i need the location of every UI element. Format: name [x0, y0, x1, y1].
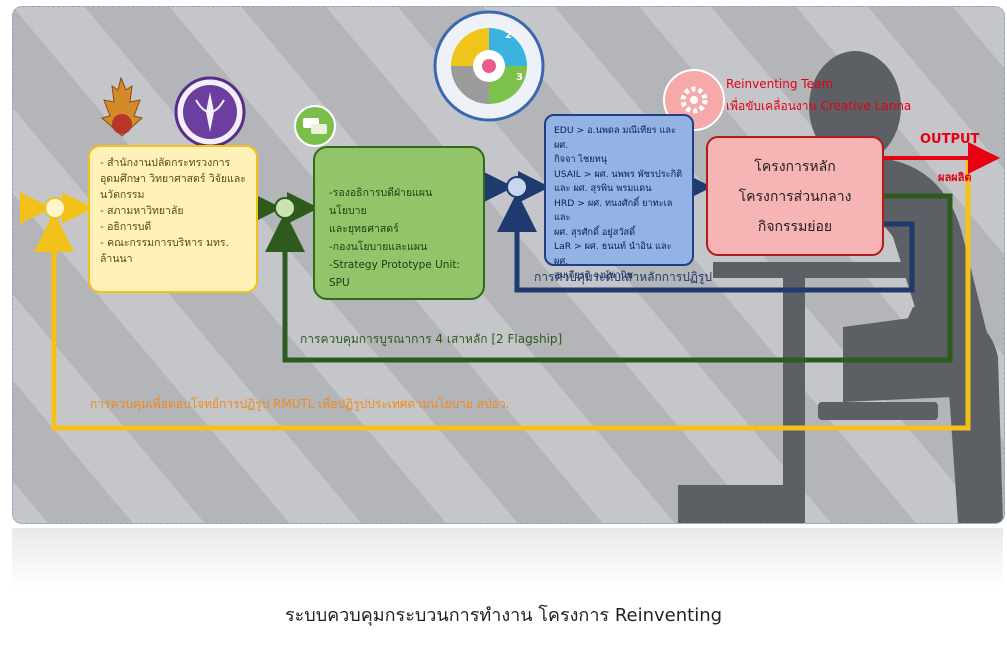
policy-control-label: การควบคุมเพื่อตอบโจทย์การปฏิรูป RMUTL เพ…	[90, 397, 510, 411]
strategy-line: -รองอธิการบดีฝ่ายแผน นโยบาย	[329, 187, 433, 217]
input-line: - อธิการบดี	[100, 221, 152, 233]
wheel-number-2: 2	[505, 30, 512, 41]
diagram-title: ระบบควบคุมกระบวนการทำงาน โครงการ Reinven…	[284, 605, 723, 626]
flagship-line: ผศ. สุรศักดิ์ อยู่สวัสดิ์	[554, 226, 636, 238]
project-line: โครงการหลัก	[754, 159, 836, 175]
reinventing-wheel-logo	[433, 10, 545, 122]
flagship-line: USAIL > ผศ. นพพร พัชรประกิติ	[554, 168, 683, 180]
output-label: OUTPUT	[920, 132, 980, 147]
flagship-line: EDU > อ.นพดล มณีเทียร และ ผศ.	[554, 125, 676, 151]
flagship-leaders-box: EDU > อ.นพดล มณีเทียร และ ผศ. กิจจา ไชยท…	[544, 114, 694, 281]
flagship-line: และ ผศ. สุรพิน พรมแดน	[554, 183, 652, 194]
input-line: - สภามหาวิทยาลัย	[100, 205, 184, 217]
flagship-line: สมเกียรติ วงษ์พานิช	[554, 270, 634, 281]
junction-pillar	[506, 176, 528, 198]
input-line: ล้านนา	[100, 253, 133, 265]
flagship-line: LaR > ผศ. ธนนท์ นำอิน และ ผศ.	[554, 241, 672, 267]
team-label: Reinventing Team	[726, 77, 834, 91]
projects-box: โครงการหลัก โครงการส่วนกลาง กิจกรรมย่อย	[706, 136, 884, 256]
junction-flagship	[274, 197, 296, 219]
project-line: กิจกรรมย่อย	[757, 219, 833, 235]
input-line: นวัตกรรม	[100, 189, 145, 201]
flagship-line: กิจจา ไชยทนุ	[554, 154, 607, 165]
card-reflection	[12, 528, 1003, 588]
team-sublabel: เพื่อขับเคลื่อนงาน Creative Lanna	[726, 99, 912, 113]
strategy-line: และยุทธศาสตร์	[329, 223, 399, 235]
junction-policy	[44, 197, 66, 219]
strategy-unit-box: -รองอธิการบดีฝ่ายแผน นโยบาย และยุทธศาสตร…	[313, 146, 485, 300]
output-sublabel: ผลผลิต	[938, 171, 972, 184]
rmutl-crest-logo	[100, 76, 144, 137]
project-line: โครงการส่วนกลาง	[738, 189, 852, 205]
wheel-number-3: 3	[516, 72, 523, 83]
chat-bubble-icon	[294, 105, 336, 147]
strategy-line: -Strategy Prototype Unit: SPU	[329, 259, 461, 289]
flagship-line: HRD > ผศ. ทนงศักดิ์ ยาทะเล และ	[554, 197, 673, 224]
strategy-line: -กองนโยบายและแผน	[329, 241, 428, 253]
pillar-control-label: การควบคุมระดับเสาหลักการปฏิรูป	[534, 270, 712, 284]
input-stakeholders-box: - สำนักงานปลัดกระทรวงการ อุดมศึกษา วิทยา…	[88, 145, 258, 293]
input-line: อุดมศึกษา วิทยาศาสตร์ วิจัยและ	[100, 173, 246, 185]
university-emblem-logo	[174, 76, 246, 148]
input-line: - สำนักงานปลัดกระทรวงการ	[100, 157, 231, 169]
flagship-control-label: การควบคุมการบูรณาการ 4 เสาหลัก [2 Flagsh…	[300, 332, 563, 346]
input-line: - คณะกรรมการบริหาร มทร.	[100, 237, 229, 249]
